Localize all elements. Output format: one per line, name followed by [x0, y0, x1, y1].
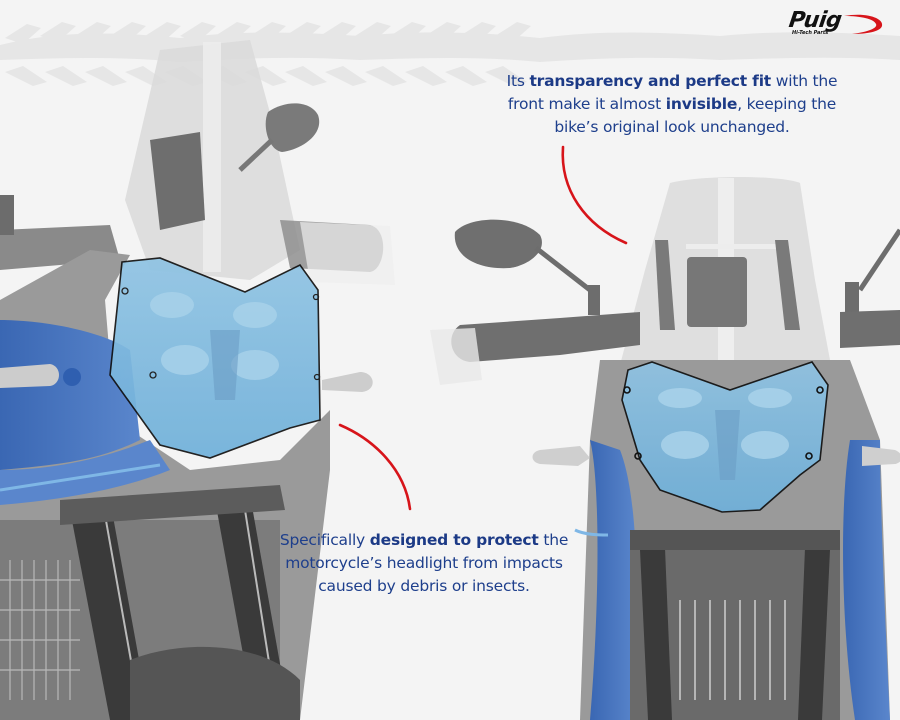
highlight-transparency: transparency and perfect fit	[529, 72, 772, 90]
logo-swoosh-icon	[844, 14, 883, 34]
red-accent-curve-bottom	[338, 423, 412, 511]
logo-tagline: Hi-Tech Parts	[792, 30, 829, 36]
right-motorcycle	[430, 177, 900, 720]
red-accent-curve-top	[561, 145, 628, 245]
highlight-designed-to-protect: designed to protect	[369, 531, 539, 549]
callout-protection: Specifically designed to protect the mot…	[279, 531, 569, 595]
puig-logo: Puig Hi-Tech Parts	[786, 8, 886, 40]
highlight-invisible: invisible	[665, 95, 738, 113]
left-blue-fairing	[0, 320, 140, 470]
left-motorcycle	[0, 40, 395, 720]
callout-transparency: Its transparency and perfect fit with th…	[506, 72, 838, 136]
